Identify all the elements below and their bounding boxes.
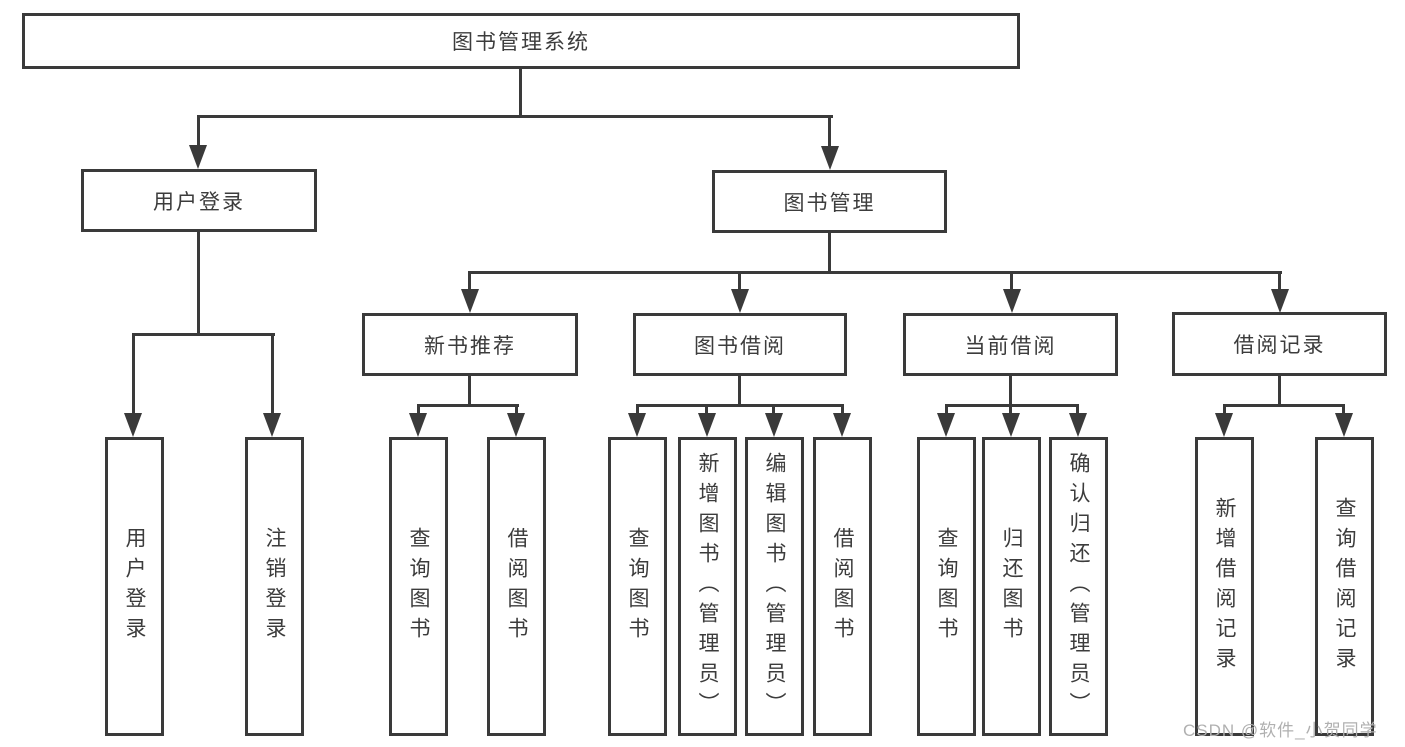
csdn-watermark: CSDN @软件_小贺同学 [1183, 721, 1378, 740]
connector-line [705, 404, 708, 416]
arrow-down-icon [124, 413, 142, 437]
connector-line [738, 376, 741, 406]
node-label: 查询图书 [407, 526, 430, 647]
arrow-down-icon [821, 146, 839, 170]
arrow-down-icon [698, 413, 716, 437]
connector-line [841, 404, 844, 416]
node-label: 查询图书 [935, 526, 958, 647]
arrow-down-icon [1003, 289, 1021, 313]
connector-line [197, 115, 833, 118]
node-label: 新书推荐 [424, 334, 516, 358]
leaf-add-borrow-record: 新增借阅记录 [1195, 437, 1254, 736]
node-label: 查询图书 [626, 526, 649, 647]
arrow-down-icon [189, 145, 207, 169]
arrow-down-icon [1271, 289, 1289, 313]
node-label: 图书管理 [783, 191, 876, 215]
leaf-query-books-2: 查询图书 [608, 437, 667, 736]
node-label: 归还图书 [1000, 526, 1023, 647]
arrow-down-icon [461, 289, 479, 313]
connector-line [738, 271, 741, 291]
leaf-borrow-books-2: 借阅图书 [813, 437, 872, 736]
connector-line [197, 232, 200, 335]
node-label: 编辑图书（管理员） [763, 451, 786, 722]
connector-line [468, 376, 471, 406]
connector-line [828, 233, 831, 274]
node-label: 图书借阅 [694, 334, 786, 358]
node-label: 用户登录 [153, 190, 245, 214]
node-label: 确认归还（管理员） [1067, 451, 1090, 722]
node-label: 查询借阅记录 [1333, 496, 1356, 677]
node-book-management: 图书管理 [712, 170, 947, 233]
arrow-down-icon [1069, 413, 1087, 437]
connector-line [945, 404, 1079, 407]
node-label: 图书管理系统 [452, 31, 590, 54]
arrow-down-icon [1002, 413, 1020, 437]
node-label: 用户登录 [123, 526, 146, 647]
leaf-query-borrow-record: 查询借阅记录 [1315, 437, 1374, 736]
leaf-borrow-books-1: 借阅图书 [487, 437, 546, 736]
node-label: 借阅记录 [1233, 334, 1326, 357]
connector-line [1009, 376, 1012, 406]
node-current-borrowing: 当前借阅 [903, 313, 1118, 376]
connector-line [519, 69, 522, 118]
leaf-add-books-admin: 新增图书（管理员） [678, 437, 737, 736]
arrow-down-icon [507, 413, 525, 437]
node-label: 当前借阅 [964, 334, 1057, 358]
connector-line [132, 333, 135, 417]
connector-line [1342, 404, 1345, 416]
leaf-return-books: 归还图书 [982, 437, 1041, 736]
arrow-down-icon [1335, 413, 1353, 437]
connector-line [197, 115, 200, 148]
connector-line [1076, 404, 1079, 416]
arrow-down-icon [263, 413, 281, 437]
arrow-down-icon [1215, 413, 1233, 437]
connector-line [1278, 376, 1281, 406]
arrow-down-icon [937, 413, 955, 437]
leaf-user-login: 用户登录 [105, 437, 164, 736]
node-new-book-recommendation: 新书推荐 [362, 313, 578, 376]
connector-line [132, 333, 275, 336]
arrow-down-icon [628, 413, 646, 437]
connector-line [417, 404, 420, 416]
connector-line [1009, 404, 1012, 416]
arrow-down-icon [765, 413, 783, 437]
connector-line [636, 404, 844, 407]
leaf-confirm-return-admin: 确认归还（管理员） [1049, 437, 1108, 736]
node-label: 借阅图书 [505, 526, 528, 647]
node-library-management-system: 图书管理系统 [22, 13, 1020, 69]
connector-line [468, 271, 471, 291]
node-label: 新增图书（管理员） [696, 451, 719, 722]
node-user-login: 用户登录 [81, 169, 317, 232]
connector-line [636, 404, 639, 416]
connector-line [828, 115, 831, 149]
connector-line [468, 271, 1282, 274]
leaf-query-books-1: 查询图书 [389, 437, 448, 736]
node-book-borrowing: 图书借阅 [633, 313, 847, 376]
connector-line [772, 404, 775, 416]
node-label: 新增借阅记录 [1213, 496, 1236, 677]
connector-line [1278, 271, 1281, 291]
node-label: 注销登录 [263, 526, 286, 647]
leaf-edit-books-admin: 编辑图书（管理员） [745, 437, 804, 736]
connector-line [271, 333, 274, 417]
leaf-logout: 注销登录 [245, 437, 304, 736]
connector-line [945, 404, 948, 416]
connector-line [1223, 404, 1345, 407]
connector-line [1223, 404, 1226, 416]
arrow-down-icon [409, 413, 427, 437]
arrow-down-icon [833, 413, 851, 437]
node-borrowing-records: 借阅记录 [1172, 312, 1387, 376]
node-label: 借阅图书 [831, 526, 854, 647]
connector-line [1010, 271, 1013, 291]
leaf-query-books-3: 查询图书 [917, 437, 976, 736]
arrow-down-icon [731, 289, 749, 313]
connector-line [515, 404, 518, 416]
connector-line [417, 404, 519, 407]
